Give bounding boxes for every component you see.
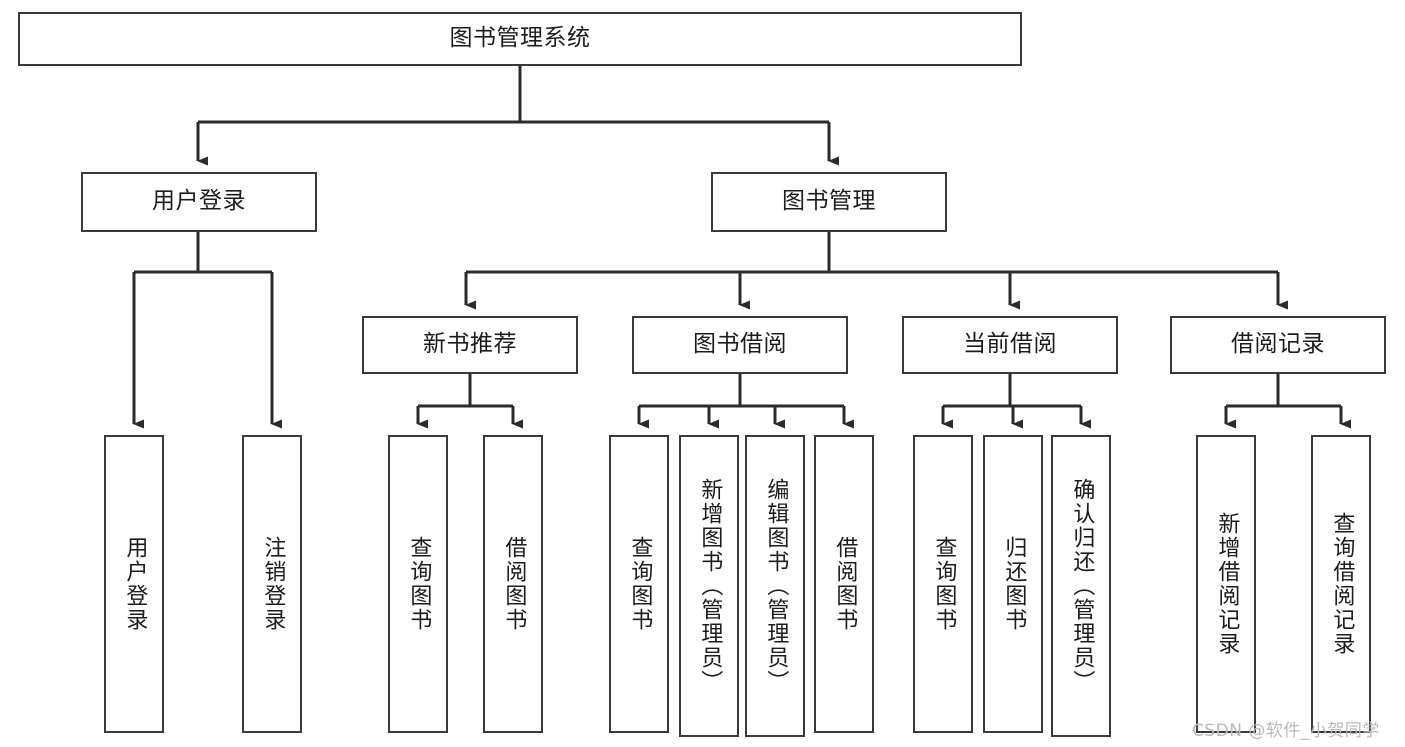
node-leaf-user-login[interactable]: 用户登录 bbox=[104, 435, 164, 733]
node-label: 当前借阅 bbox=[963, 331, 1057, 358]
node-leaf-borrow-book-1[interactable]: 借阅图书 bbox=[483, 435, 543, 733]
node-label: 借阅图书 bbox=[501, 536, 527, 632]
node-book-borrow[interactable]: 图书借阅 bbox=[632, 316, 848, 374]
node-user-login[interactable]: 用户登录 bbox=[81, 172, 317, 232]
node-current-borrow[interactable]: 当前借阅 bbox=[902, 316, 1118, 374]
node-root[interactable]: 图书管理系统 bbox=[18, 12, 1022, 66]
node-new-book-rec[interactable]: 新书推荐 bbox=[362, 316, 578, 374]
node-label: 新书推荐 bbox=[423, 331, 517, 358]
node-label: 图书管理系统 bbox=[449, 25, 591, 52]
node-label: 用户登录 bbox=[122, 536, 148, 632]
node-leaf-query-book-2[interactable]: 查询图书 bbox=[609, 435, 669, 733]
node-label: 归还图书 bbox=[1001, 536, 1027, 632]
node-label: 查询图书 bbox=[406, 536, 432, 632]
watermark-text: CSDN @软件_小贺同学 bbox=[1192, 721, 1380, 741]
node-leaf-add-record[interactable]: 新增借阅记录 bbox=[1196, 435, 1256, 733]
node-leaf-edit-book[interactable]: 编辑图书（管理员） bbox=[745, 435, 805, 737]
node-leaf-query-book-1[interactable]: 查询图书 bbox=[388, 435, 448, 733]
node-leaf-borrow-book-2[interactable]: 借阅图书 bbox=[814, 435, 874, 733]
edge-group bbox=[132, 66, 1351, 429]
node-label: 借阅图书 bbox=[832, 536, 858, 632]
node-borrow-record[interactable]: 借阅记录 bbox=[1170, 316, 1386, 374]
node-label: 查询借阅记录 bbox=[1329, 512, 1355, 656]
node-label: 确认归还（管理员） bbox=[1069, 478, 1095, 694]
node-label: 新增借阅记录 bbox=[1214, 512, 1240, 656]
node-leaf-confirm-return[interactable]: 确认归还（管理员） bbox=[1051, 435, 1111, 737]
node-leaf-query-record[interactable]: 查询借阅记录 bbox=[1311, 435, 1371, 733]
node-label: 借阅记录 bbox=[1231, 331, 1325, 358]
node-label: 新增图书（管理员） bbox=[697, 478, 723, 694]
node-book-manage[interactable]: 图书管理 bbox=[711, 172, 947, 232]
node-label: 查询图书 bbox=[931, 536, 957, 632]
node-leaf-return-book[interactable]: 归还图书 bbox=[983, 435, 1043, 733]
node-label: 注销登录 bbox=[260, 536, 286, 632]
node-label: 编辑图书（管理员） bbox=[763, 478, 789, 694]
node-label: 查询图书 bbox=[627, 536, 653, 632]
node-leaf-logout[interactable]: 注销登录 bbox=[242, 435, 302, 733]
node-label: 用户登录 bbox=[152, 188, 246, 215]
node-label: 图书借阅 bbox=[693, 331, 787, 358]
node-leaf-query-book-3[interactable]: 查询图书 bbox=[913, 435, 973, 733]
node-label: 图书管理 bbox=[782, 188, 876, 215]
node-leaf-add-book[interactable]: 新增图书（管理员） bbox=[679, 435, 739, 737]
